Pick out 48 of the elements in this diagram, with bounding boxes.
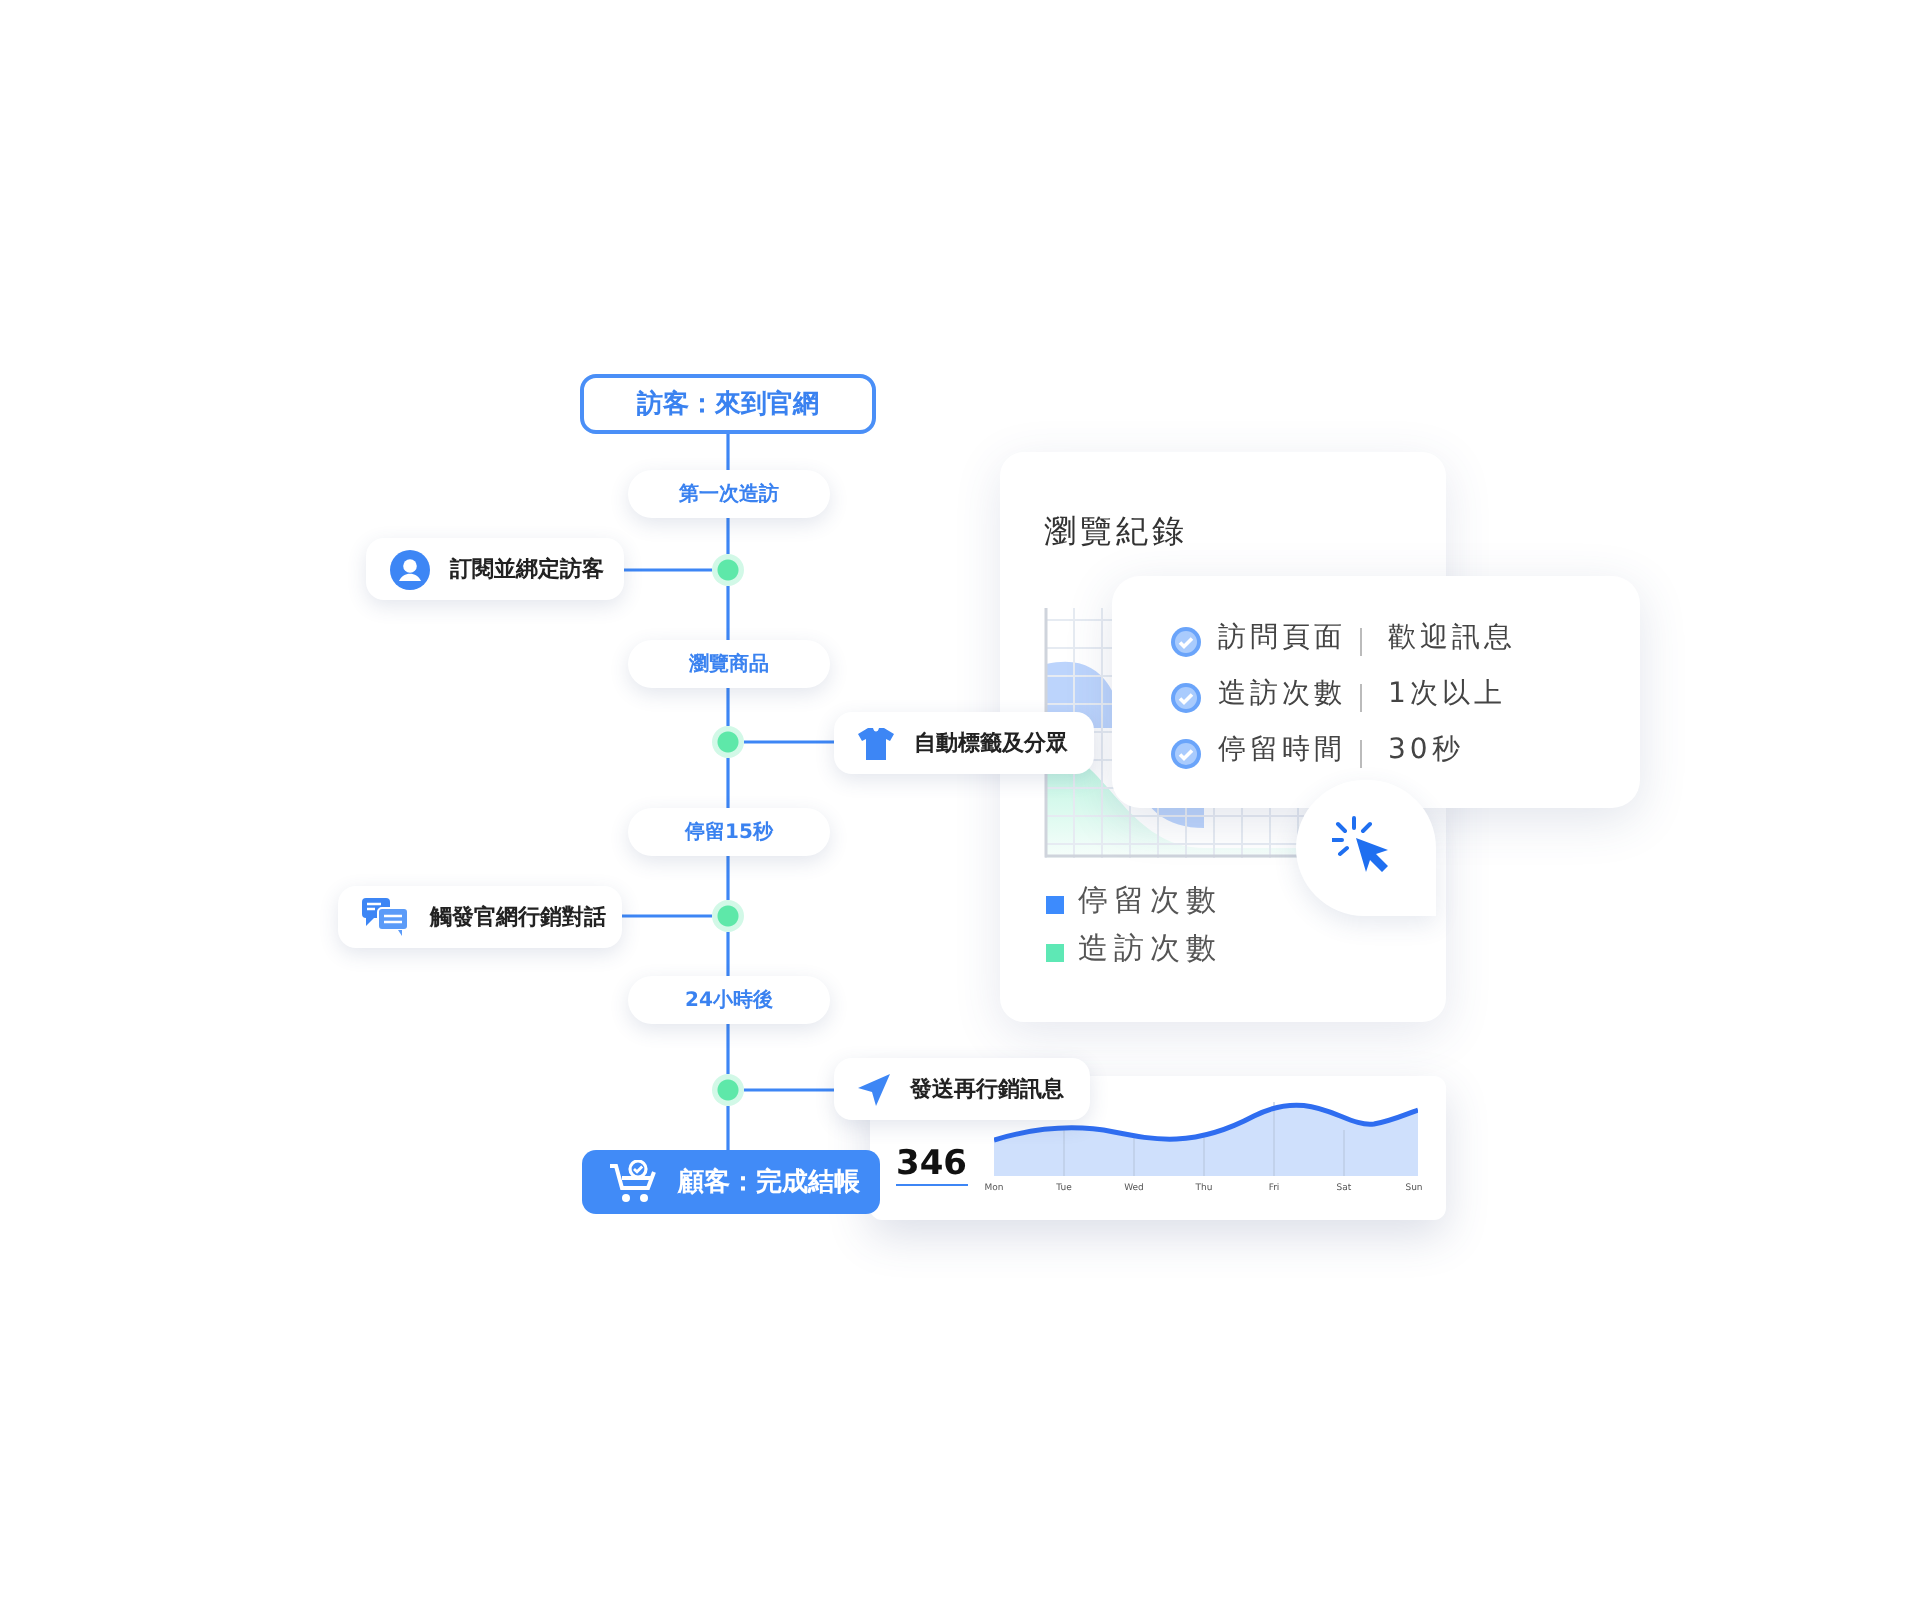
step-label: 瀏覽商品	[689, 650, 769, 678]
end-box	[582, 1150, 880, 1214]
connector-line	[622, 914, 712, 918]
connector-line	[726, 932, 730, 976]
connector-line	[726, 856, 730, 900]
connector-line	[726, 586, 730, 640]
action-label: 發送再行銷訊息	[910, 1074, 1064, 1104]
info-value: 歡迎訊息	[1388, 620, 1516, 656]
legend-label: 造訪次數	[1078, 930, 1222, 968]
step-pill	[628, 976, 830, 1024]
step-label: 訪客：來到官網	[637, 387, 819, 422]
action-label: 自動標籤及分眾	[914, 728, 1068, 758]
action-label: 訂閱並綁定訪客	[450, 554, 604, 584]
legend-label: 停留次數	[1078, 882, 1222, 920]
step-pill	[628, 470, 830, 518]
action-card	[834, 712, 1094, 774]
action-card	[834, 1058, 1090, 1120]
info-value: 30秒	[1388, 732, 1464, 768]
start-box	[580, 374, 876, 434]
step-label: 24小時後	[685, 987, 773, 1014]
connector-line	[726, 434, 730, 470]
junction-dot	[712, 554, 744, 586]
step-label: 停留15秒	[685, 819, 773, 846]
info-card	[1112, 576, 1640, 808]
connector-line	[726, 688, 730, 726]
info-value: 1次以上	[1388, 676, 1506, 712]
stat-number: 346	[896, 1146, 967, 1186]
connector-line	[744, 740, 834, 744]
info-key: 造訪次數	[1218, 676, 1346, 712]
card-title: 瀏覽紀錄	[1044, 512, 1188, 554]
junction-dot	[712, 900, 744, 932]
junction-dot	[712, 726, 744, 758]
connector-line	[726, 518, 730, 554]
action-card	[366, 538, 624, 600]
step-label: 第一次造訪	[679, 480, 779, 508]
step-pill	[628, 640, 830, 688]
junction-dot	[712, 1074, 744, 1106]
info-key: 訪問頁面	[1218, 620, 1346, 656]
connector-line	[726, 1106, 730, 1150]
step-pill	[628, 808, 830, 856]
action-label: 觸發官網行銷對話	[430, 902, 606, 932]
connector-line	[624, 568, 712, 572]
connector-line	[726, 758, 730, 808]
step-label: 顧客：完成結帳	[678, 1165, 860, 1200]
action-card	[338, 886, 622, 948]
connector-line	[726, 1024, 730, 1074]
connector-line	[744, 1088, 834, 1092]
info-key: 停留時間	[1218, 732, 1346, 768]
